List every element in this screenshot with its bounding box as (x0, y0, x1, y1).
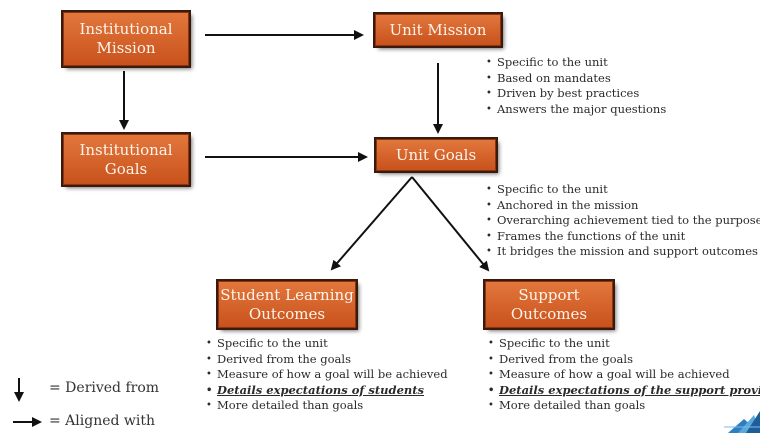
institutional-mission-line1: Institutional (79, 20, 173, 38)
list-item: Measure of how a goal will be achieved (205, 367, 448, 383)
list-item: Answers the major questions (485, 102, 666, 118)
unit-goals-bullets: Specific to the unit Anchored in the mis… (485, 182, 760, 260)
arrow-goals-to-support (411, 176, 490, 272)
support-outcomes-line2: Outcomes (510, 304, 588, 323)
list-item-emphasis: Details expectations of the support prov… (487, 383, 760, 399)
list-item: It bridges the mission and support outco… (485, 244, 760, 260)
student-learning-outcomes-box: Student Learning Outcomes (218, 281, 356, 328)
support-bullets: Specific to the unit Derived from the go… (487, 336, 760, 414)
institutional-goals-line2: Goals (104, 159, 148, 178)
institutional-goals-box: Institutional Goals (63, 134, 189, 185)
list-item: Measure of how a goal will be achieved (487, 367, 760, 383)
list-item: Specific to the unit (485, 55, 666, 71)
slo-line1: Student Learning (220, 285, 354, 304)
institutional-goals-line1: Institutional (79, 140, 173, 159)
legend-aligned-label: = Aligned with (49, 413, 156, 429)
unit-goals-box: Unit Goals (376, 139, 496, 171)
slo-line2: Outcomes (248, 304, 326, 323)
corner-logo-icon (724, 411, 760, 433)
institutional-mission-box: Institutional Mission (63, 12, 189, 66)
legend-derived-label: = Derived from (49, 380, 160, 396)
unit-mission-label: Unit Mission (389, 20, 487, 39)
list-item: Derived from the goals (205, 352, 448, 368)
slo-bullets: Specific to the unit Derived from the go… (205, 336, 448, 414)
list-item: Overarching achievement tied to the purp… (485, 213, 760, 229)
list-item: Anchored in the mission (485, 198, 760, 214)
list-item: Specific to the unit (485, 182, 760, 198)
support-outcomes-box: Support Outcomes (485, 281, 613, 328)
arrow-goals-to-slo (330, 176, 413, 271)
list-item: Based on mandates (485, 71, 666, 87)
list-item: Derived from the goals (487, 352, 760, 368)
list-item: Specific to the unit (205, 336, 448, 352)
list-item: More detailed than goals (487, 398, 760, 414)
list-item: Specific to the unit (487, 336, 760, 352)
unit-mission-bullets: Specific to the unit Based on mandates D… (485, 55, 666, 117)
support-outcomes-line1: Support (518, 285, 580, 304)
list-item: Driven by best practices (485, 86, 666, 102)
unit-mission-box: Unit Mission (375, 14, 501, 46)
list-item-emphasis: Details expectations of students (205, 383, 448, 399)
list-item: More detailed than goals (205, 398, 448, 414)
list-item: Frames the functions of the unit (485, 229, 760, 245)
unit-goals-label: Unit Goals (395, 145, 477, 164)
institutional-mission-line2: Mission (96, 39, 156, 57)
